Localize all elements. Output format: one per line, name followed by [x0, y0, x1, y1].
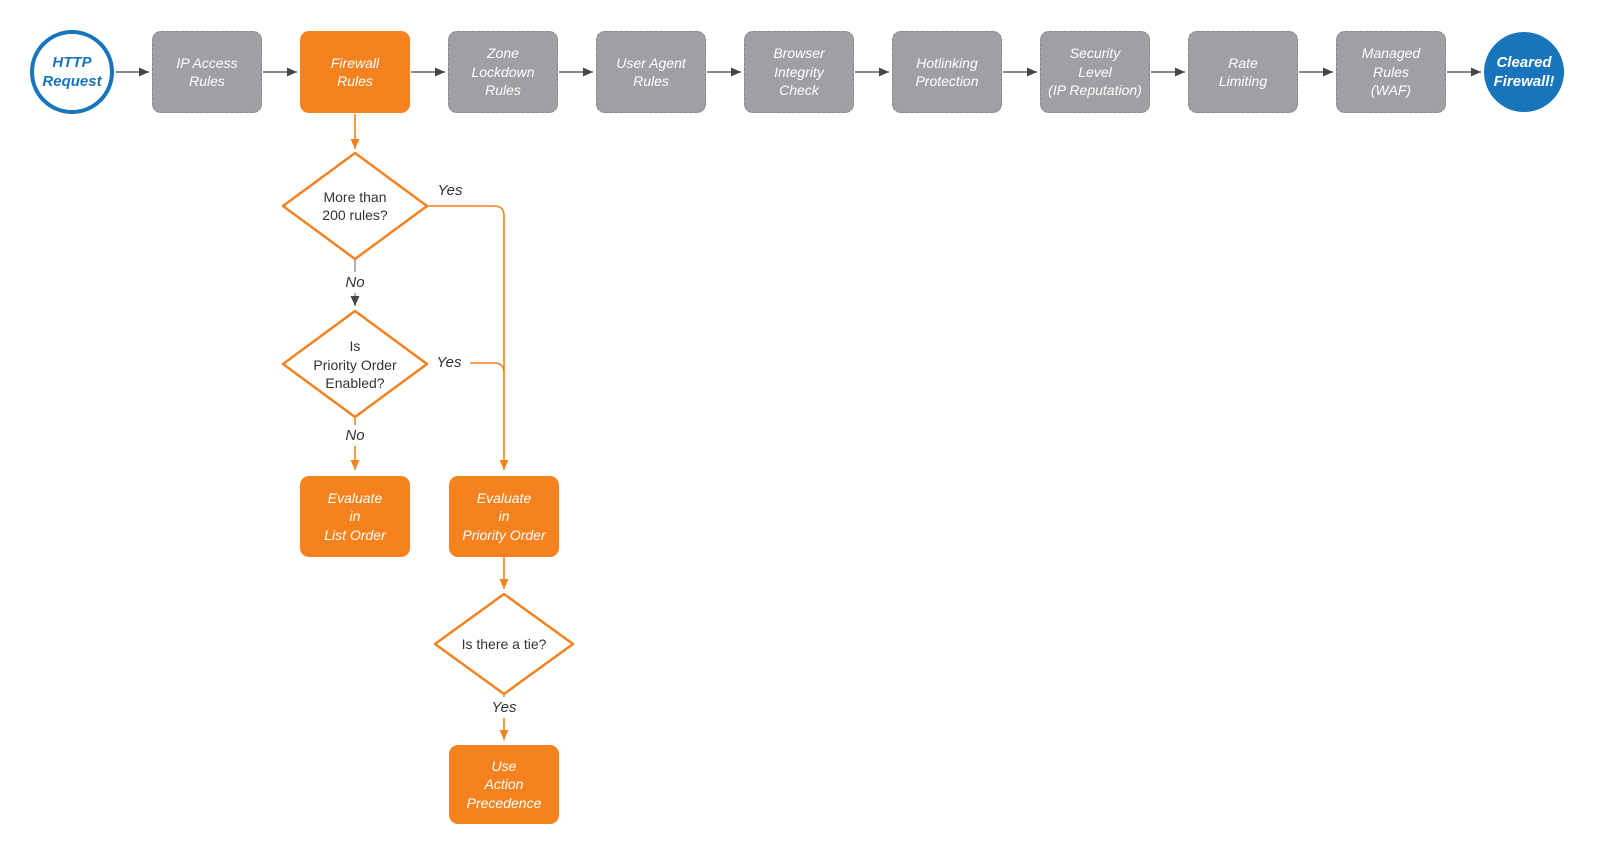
action-label: Evaluate in Priority Order	[462, 489, 546, 543]
branch-label-yes-tie: Yes	[484, 697, 524, 718]
action-evaluate-list-order: Evaluate in List Order	[300, 476, 410, 557]
connector-200-rules-yes-to-priority-order	[427, 205, 509, 470]
branch-label-yes-200-rules: Yes	[437, 181, 463, 199]
decision-text-tie: Is there a tie?	[461, 635, 547, 652]
stage-label: Browser Integrity Check	[773, 45, 825, 99]
stage-user-agent-rules: User Agent Rules	[596, 31, 706, 113]
action-label: Use Action Precedence	[466, 757, 542, 811]
decision-text-priority-enabled: Is Priority Order Enabled?	[313, 338, 397, 392]
stage-managed-rules-waf: Managed Rules (WAF)	[1336, 31, 1446, 113]
start-node-label: HTTP Request	[42, 53, 102, 91]
decision-diamond-200-rules	[281, 151, 429, 261]
stage-label: Rate Limiting	[1218, 54, 1268, 89]
branch-label-no-priority-enabled: No	[337, 425, 373, 446]
stage-firewall-rules: Firewall Rules	[300, 31, 410, 113]
stage-label: IP Access Rules	[176, 54, 238, 89]
decision-diamond-priority-enabled	[281, 309, 429, 419]
stage-label: Managed Rules (WAF)	[1361, 45, 1421, 99]
stage-label: User Agent Rules	[616, 54, 686, 89]
stage-browser-integrity-check: Browser Integrity Check	[744, 31, 854, 113]
action-label: Evaluate in List Order	[324, 489, 386, 543]
stage-label: Security Level (IP Reputation)	[1048, 45, 1142, 99]
stage-ip-access-rules: IP Access Rules	[152, 31, 262, 113]
stage-security-level: Security Level (IP Reputation)	[1040, 31, 1150, 113]
stage-rate-limiting: Rate Limiting	[1188, 31, 1298, 113]
stage-hotlinking-protection: Hotlinking Protection	[892, 31, 1002, 113]
branch-label-no-200-rules: No	[337, 272, 373, 293]
end-node-label: Cleared Firewall!	[1493, 53, 1555, 91]
start-node-http-request: HTTP Request	[30, 30, 114, 114]
action-use-action-precedence: Use Action Precedence	[449, 745, 559, 824]
stage-label: Zone Lockdown Rules	[471, 45, 535, 99]
stage-zone-lockdown-rules: Zone Lockdown Rules	[448, 31, 558, 113]
branch-label-yes-priority-enabled: Yes	[428, 352, 470, 373]
decision-diamond-tie	[433, 592, 575, 696]
decision-text-200-rules: More than 200 rules?	[322, 188, 388, 223]
action-evaluate-priority-order: Evaluate in Priority Order	[449, 476, 559, 557]
stage-label: Hotlinking Protection	[915, 54, 979, 89]
stage-label: Firewall Rules	[330, 54, 380, 89]
end-node-cleared-firewall: Cleared Firewall!	[1484, 32, 1564, 112]
